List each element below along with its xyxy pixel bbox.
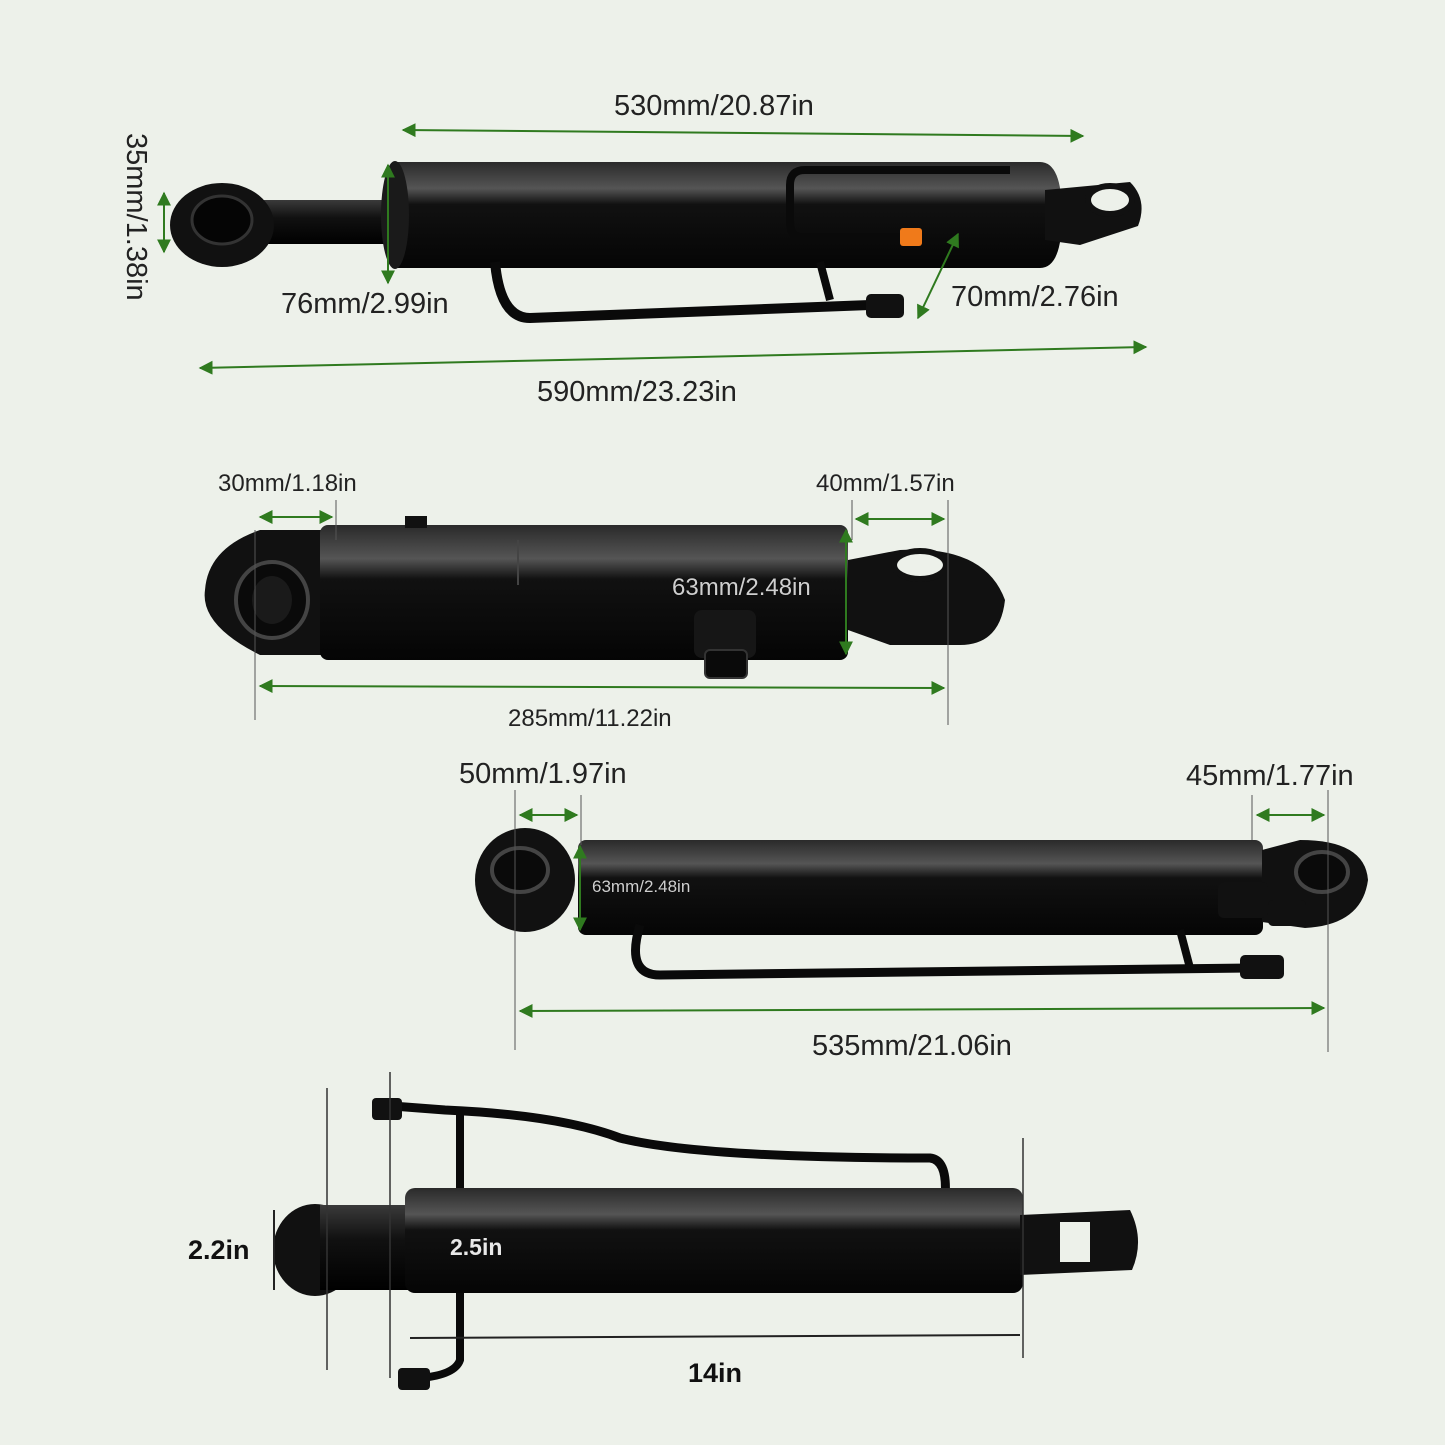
cylinder-view-2 <box>204 500 1005 725</box>
barrel-length-label: 14in <box>688 1358 743 1388</box>
left-eye-offset-label: 50mm/1.97in <box>459 758 627 790</box>
outer-diameter-label: 70mm/2.76in <box>951 281 1119 313</box>
cylinder-view-3 <box>475 790 1368 1052</box>
overall-length-label: 590mm/23.23in <box>537 376 737 408</box>
right-eye-offset-label: 45mm/1.77in <box>1186 760 1354 792</box>
bore-diameter-label: 76mm/2.99in <box>281 288 449 320</box>
pin-to-pin-length-label: 285mm/11.22in <box>508 705 672 732</box>
cylinder-view-4 <box>273 1072 1139 1390</box>
cylinder-view-1 <box>157 123 1148 375</box>
eye-height-label: 2.2in <box>188 1235 250 1265</box>
left-eye-offset-label: 30mm/1.18in <box>218 470 357 497</box>
right-eye-offset-label: 40mm/1.57in <box>816 470 955 497</box>
barrel-diameter-label: 63mm/2.48in <box>672 574 811 601</box>
barrel-diameter-label: 2.5in <box>450 1234 503 1260</box>
stroke-length-label: 530mm/20.87in <box>614 90 814 122</box>
pin-to-pin-length-label: 535mm/21.06in <box>812 1030 1012 1062</box>
barrel-diameter-label: 63mm/2.48in <box>592 877 691 896</box>
rod-diameter-label: 35mm/1.38in <box>120 133 152 301</box>
